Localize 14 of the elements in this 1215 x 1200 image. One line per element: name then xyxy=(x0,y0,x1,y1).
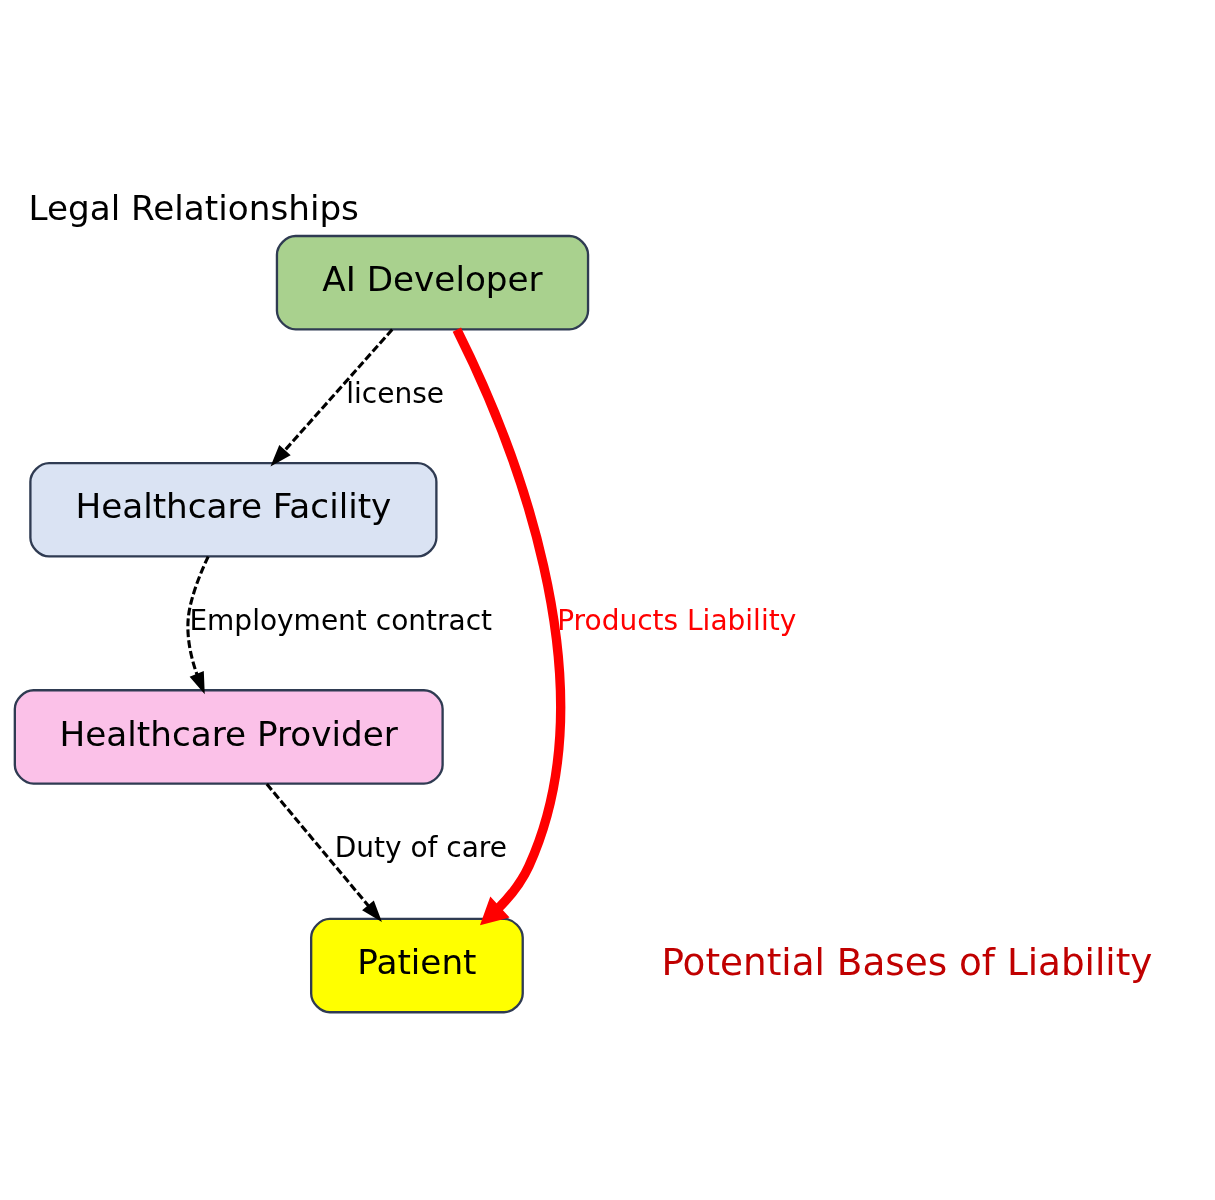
arrow xyxy=(186,555,210,695)
arrow xyxy=(265,783,382,923)
node-box: Healthcare Facility xyxy=(29,461,438,558)
node-box: Patient xyxy=(310,917,524,1014)
edge-label: Employment contract xyxy=(189,604,493,638)
arrow xyxy=(452,327,566,926)
diagram-title: Legal Relationships xyxy=(28,187,359,228)
label: Potential Bases of Liability xyxy=(661,940,1153,985)
arrow xyxy=(270,328,394,467)
edge-label: Products Liability xyxy=(557,604,797,638)
node-box: AI Developer xyxy=(275,234,590,331)
edge-label: Duty of care xyxy=(334,831,507,865)
node-box: Healthcare Provider xyxy=(13,689,444,785)
edge-label: license xyxy=(346,377,445,411)
